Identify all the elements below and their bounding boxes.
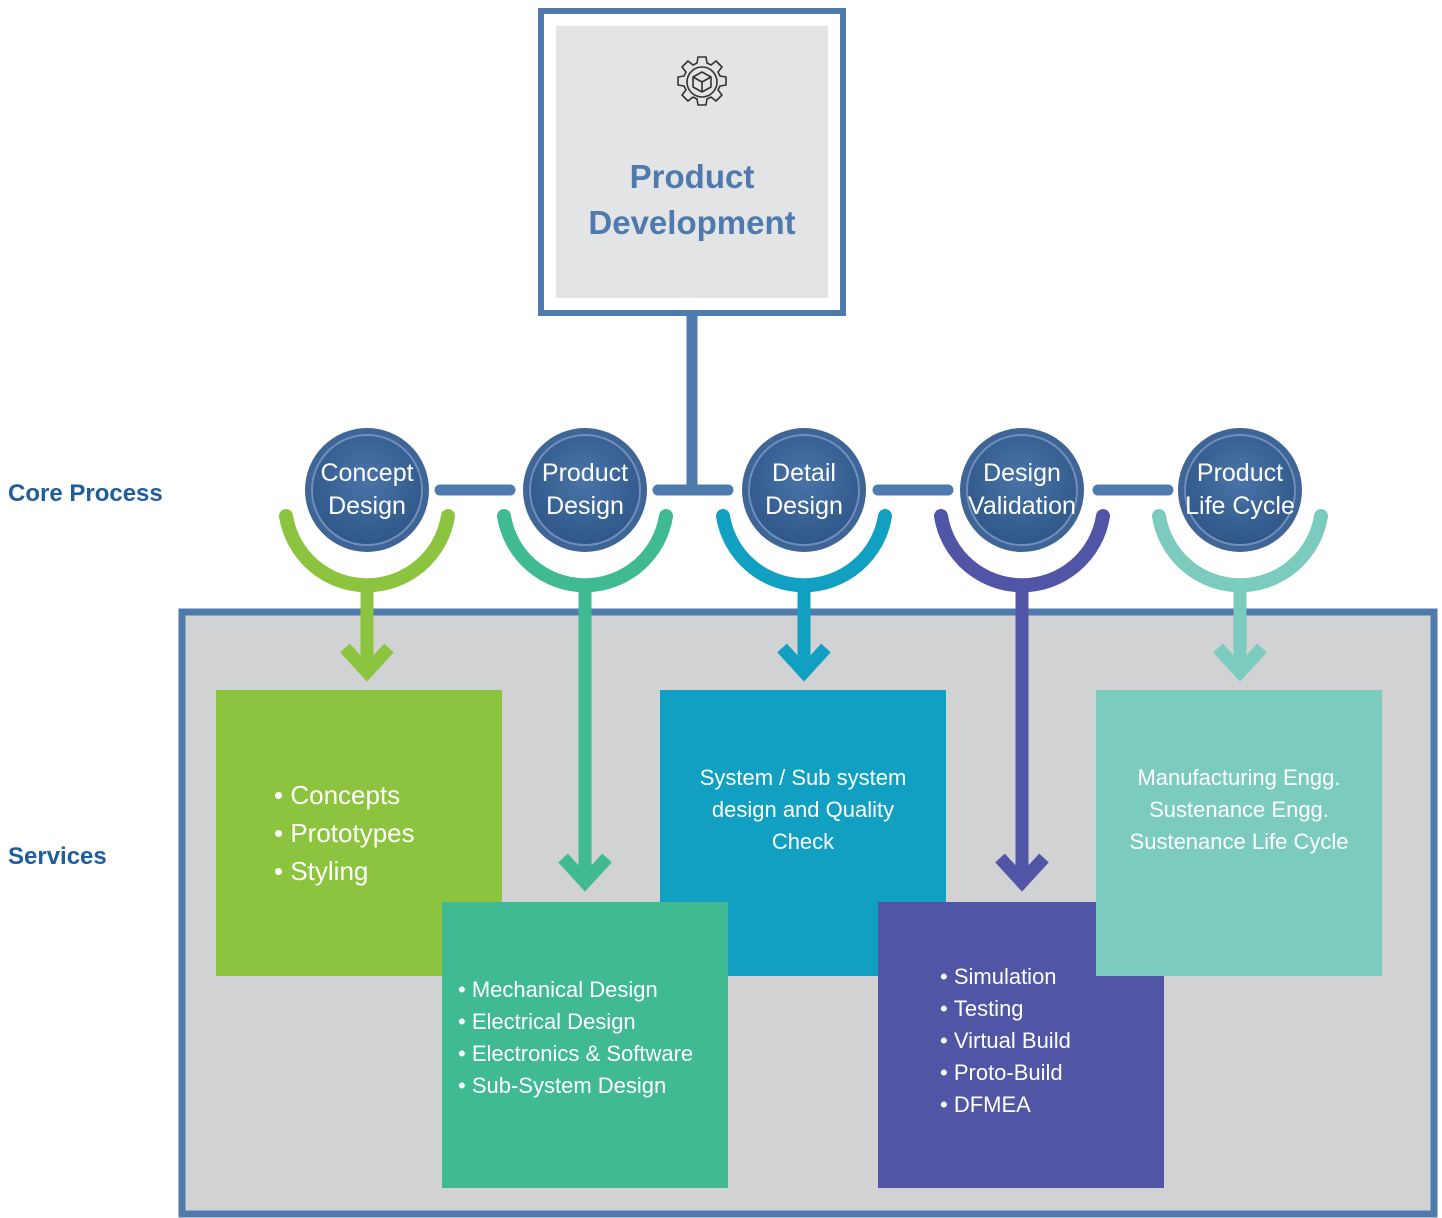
list-item: DFMEA [940,1089,1164,1121]
page-title: Product Development [556,154,828,246]
step-label-line-2: Design [328,492,406,520]
step-label-line-1: Concept [320,459,414,487]
step-label-line-2: Design [765,492,843,520]
product-life-cycle-circle [1178,428,1302,552]
list-item: Electrical Design [458,1006,728,1038]
text-line: design and Quality [711,797,895,822]
product-life-cycle-arrow [1213,590,1267,682]
product-design-arrow [558,590,612,892]
list-item: Testing [940,993,1164,1025]
lifecycle-services-box: Manufacturing Engg. Sustenance Engg. Sus… [1096,690,1382,976]
product-services-list: Mechanical Design Electrical Design Elec… [458,974,728,1102]
title-line-2: Development [588,204,796,241]
gear-cube-icon [677,56,727,106]
title-inner: Product Development [556,26,828,298]
concept-design-arc [279,509,455,593]
text-line: System / Sub system [699,765,907,790]
services-label: Services [8,843,107,870]
detail-design-arrow [777,590,831,682]
concept-design-circle [305,428,429,552]
lifecycle-services-text: Manufacturing Engg. Sustenance Engg. Sus… [1096,762,1382,858]
list-item: Electronics & Software [458,1038,728,1070]
product-services-box: Mechanical Design Electrical Design Elec… [442,902,728,1188]
step-detail-design: Detail Design [739,457,869,523]
list-item: Sub-System Design [458,1070,728,1102]
design-validation-circle [960,428,1084,552]
step-label-line-2: Design [546,492,624,520]
list-item: Simulation [940,961,1164,993]
step-label-line-1: Product [541,459,629,487]
design-validation-arc [934,509,1110,593]
detail-design-arc [716,509,892,593]
list-item: Proto-Build [940,1057,1164,1089]
concept-services-list: Concepts Prototypes Styling [274,776,502,890]
list-item: Concepts [274,776,502,814]
step-label-line-1: Product [1196,459,1284,487]
step-label-line-1: Detail [772,459,836,487]
text-line: Sustenance Engg. [1149,797,1329,822]
product-design-arc [497,509,673,593]
step-product-design: Product Design [520,457,650,523]
list-item: Virtual Build [940,1025,1164,1057]
design-validation-arrow [995,590,1049,892]
list-item: Mechanical Design [458,974,728,1006]
detail-services-text: System / Sub system design and Quality C… [660,762,946,858]
core-process-label: Core Process [8,480,163,507]
list-item: Prototypes [274,814,502,852]
step-label-line-1: Design [983,459,1061,487]
step-label-line-2: Validation [968,492,1076,520]
text-line: Sustenance Life Cycle [1129,829,1349,854]
product-life-cycle-arc [1152,509,1328,593]
product-design-circle [523,428,647,552]
text-line: Manufacturing Engg. [1137,765,1341,790]
detail-design-circle [742,428,866,552]
step-product-life-cycle: Product Life Cycle [1175,457,1305,523]
title-box: Product Development [538,8,846,316]
title-line-1: Product [629,158,755,195]
concept-design-arrow [340,590,394,682]
text-line: Check [771,829,835,854]
step-concept-design: Concept Design [302,457,432,523]
validation-services-list: Simulation Testing Virtual Build Proto-B… [940,961,1164,1121]
list-item: Styling [274,852,502,890]
step-design-validation: Design Validation [957,457,1087,523]
step-label-line-2: Life Cycle [1185,492,1295,520]
